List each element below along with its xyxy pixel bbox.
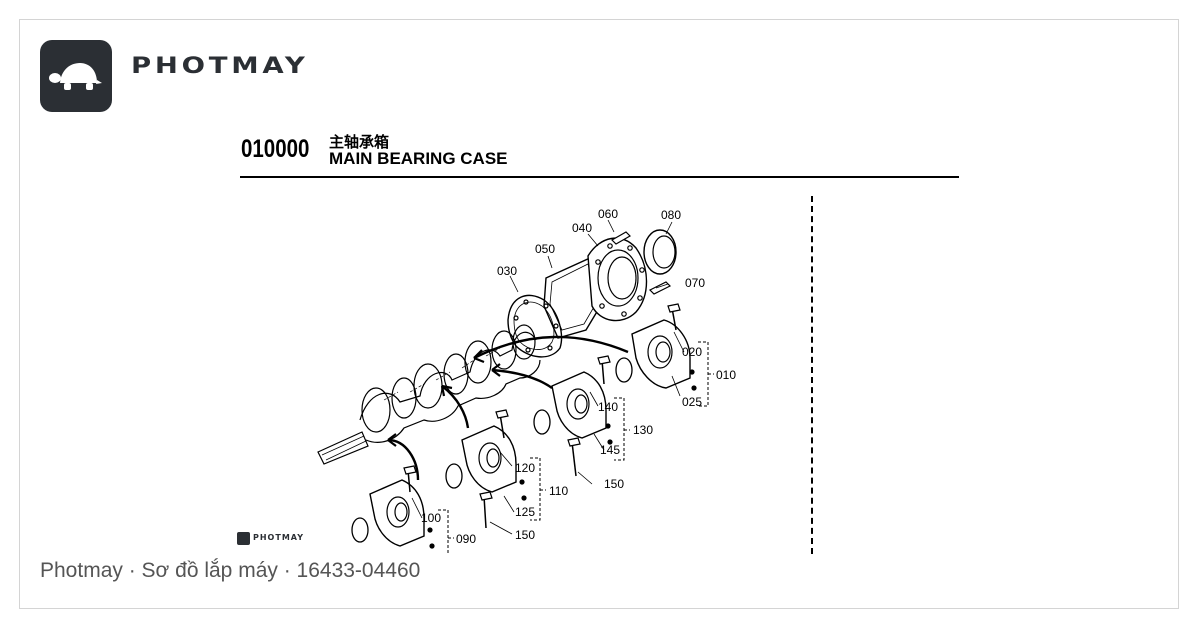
- watermark-text: PHOTMAY: [253, 533, 304, 542]
- turtle-icon: [237, 532, 250, 545]
- part-label: 090: [456, 532, 476, 546]
- section-title-en: MAIN BEARING CASE: [329, 149, 508, 168]
- crankshaft: [317, 324, 541, 465]
- section-code: 010000: [241, 135, 310, 163]
- part-label: 070: [685, 276, 705, 290]
- part-label: 120: [515, 461, 535, 475]
- bolt-070: [648, 281, 672, 295]
- image-caption: Photmay · Sơ đồ lắp máy · 16433-04460: [40, 559, 421, 582]
- turtle-icon: [49, 63, 102, 90]
- exploded-parts-diagram: 060 080 050 040 030 070 020 010 025 140 …: [317, 207, 736, 555]
- brand-name[interactable]: PHOTMAY: [131, 54, 309, 79]
- bolt-060: [611, 231, 631, 245]
- part-label: 100: [421, 511, 441, 525]
- section-title-cn: 主轴承箱: [329, 133, 390, 151]
- part-label: 030: [497, 264, 517, 278]
- part-label: 140: [598, 400, 618, 414]
- header-divider: [240, 176, 959, 178]
- brand-logo[interactable]: [40, 40, 112, 112]
- part-label: 050: [535, 242, 555, 256]
- rear-case-040: [587, 237, 648, 322]
- bearing-case-010: [615, 303, 691, 389]
- part-label: 125: [515, 505, 535, 519]
- bearing-case-130: [533, 355, 611, 477]
- part-label: 130: [633, 423, 653, 437]
- part-label: 020: [682, 345, 702, 359]
- part-label: 150: [515, 528, 535, 542]
- part-label: 145: [600, 443, 620, 457]
- part-label: 010: [716, 368, 736, 382]
- part-label: 040: [572, 221, 592, 235]
- part-label: 080: [661, 208, 681, 222]
- oil-seal-080: [643, 229, 677, 275]
- bearing-case-110: [445, 409, 517, 529]
- part-label: 110: [549, 484, 568, 498]
- watermark-logo: PHOTMAY: [237, 532, 317, 546]
- bearing-case-090: [351, 465, 425, 547]
- part-label: 025: [682, 395, 702, 409]
- part-label: 150: [604, 477, 624, 491]
- page-divider: [811, 196, 813, 554]
- part-label: 060: [598, 207, 618, 221]
